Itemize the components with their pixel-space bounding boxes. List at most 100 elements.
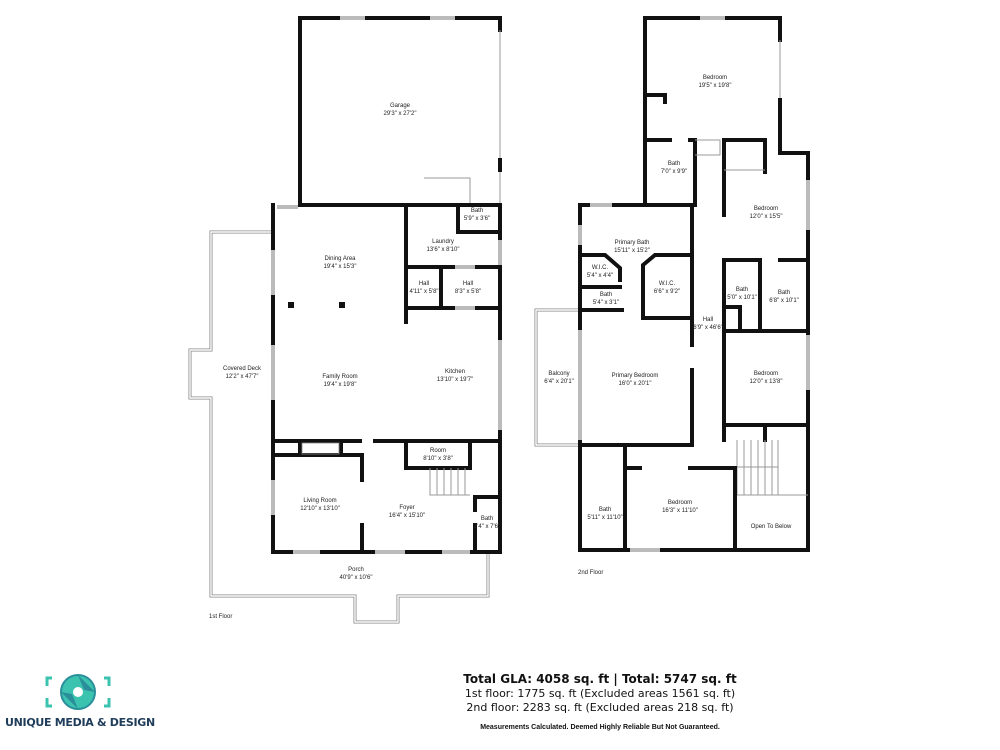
room-primary-bedroom: Primary Bedroom 16'0" x 20'1": [612, 372, 659, 388]
room-bedroom: Bedroom 12'0" x 13'8": [750, 370, 783, 386]
room-dims: 19'4" x 15'3": [323, 264, 357, 270]
room-dims: 16'0" x 20'1": [618, 381, 652, 387]
room-foyer: Foyer 16'4" x 15'10": [389, 504, 425, 520]
room-dims: 19'4" x 19'8": [323, 382, 357, 388]
room-name: Porch: [348, 567, 364, 573]
room-name: Bedroom: [753, 371, 779, 377]
room-hall: Hall 8'3" x 5'8": [455, 280, 481, 296]
room-name: Primary Bath: [614, 240, 650, 246]
room-dims: 16'3" x 11'10": [662, 508, 698, 514]
room-name: Living Room: [303, 498, 337, 504]
room-name: Bath: [599, 292, 613, 298]
room-name: Room: [429, 448, 447, 454]
room-bedroom: Bedroom 19'5" x 19'8": [699, 74, 732, 90]
room-dims: 5'11" x 11'10": [587, 515, 623, 521]
room-name: Hall: [462, 281, 474, 287]
room-primary-bath: Primary Bath 15'11" x 15'2": [614, 239, 650, 255]
room-laundry: Laundry 13'6" x 8'10": [427, 238, 460, 254]
room-name: Garage: [389, 103, 410, 109]
room-dims: 8'10" x 3'8": [423, 456, 453, 462]
room-open-to-below: Open To Below: [751, 523, 792, 531]
room-bath: Bath 5'11" x 11'10": [587, 506, 622, 522]
room-bedroom: Bedroom 12'0" x 15'5": [750, 205, 783, 221]
area-totals: Total GLA: 4058 sq. ft | Total: 5747 sq.…: [300, 672, 900, 715]
room-dims: 13'10" x 19'7": [436, 377, 474, 383]
room-dims: 29'3" x 27'2": [383, 111, 417, 117]
room-wic: W.I.C. 5'4" x 4'4": [587, 264, 613, 280]
room-name: W.I.C.: [658, 281, 676, 287]
room-name: Family Room: [322, 374, 358, 380]
room-dims: 6'8" x 10'1": [769, 298, 799, 304]
floor-label-2nd: 2nd Floor: [578, 570, 604, 576]
floor-label-1st: 1st Floor: [209, 614, 233, 620]
room-name: Covered Deck: [222, 366, 262, 372]
room-dims: 5'4" x 3'1": [592, 300, 620, 306]
room-dims: 12'0" x 13'8": [749, 379, 783, 385]
room-dims: 13'6" x 8'10": [426, 247, 460, 253]
room-name: Bedroom: [702, 75, 728, 81]
room-garage: Garage 29'3" x 27'2": [384, 102, 417, 118]
room-dims: 5'4" x 4'4": [586, 273, 614, 279]
room-room: Room 8'10" x 3'8": [423, 447, 453, 463]
room-dims: 5'0" x 10'1": [727, 295, 757, 301]
total-gla: Total GLA: 4058 sq. ft | Total: 5747 sq.…: [463, 672, 737, 686]
floor1-area: 1st floor: 1775 sq. ft (Excluded areas 1…: [464, 687, 736, 700]
room-name: Balcony: [548, 371, 570, 377]
room-bath: Bath 5'4" x 3'1": [593, 291, 619, 307]
room-name: Laundry: [432, 239, 454, 245]
second-floor-plan: [534, 16, 810, 552]
room-name: Kitchen: [444, 369, 465, 375]
room-dims: 4'11" x 5'8": [409, 289, 439, 295]
room-name: Hall: [702, 317, 714, 323]
first-floor-plan: [188, 16, 502, 624]
room-dims: 12'10" x 13'10": [300, 506, 340, 512]
room-balcony: Balcony 6'4" x 20'1": [544, 370, 574, 386]
room-hall: Hall 4'11" x 5'8": [409, 280, 438, 296]
room-bath: Bath 3'4" x 7'6": [474, 515, 500, 531]
room-dims: 40'9" x 10'6": [339, 575, 373, 581]
room-bath: Bath 6'8" x 10'1": [769, 289, 799, 305]
room-kitchen: Kitchen 13'10" x 19'7": [437, 368, 473, 384]
room-hall: Hall 6'9" x 46'6": [693, 316, 723, 332]
room-name: Hall: [418, 281, 430, 287]
room-covered-deck: Covered Deck 12'2" x 47'7": [223, 365, 261, 381]
room-name: Primary Bedroom: [611, 373, 659, 379]
room-name: Bath: [470, 208, 484, 214]
room-dims: 3'4" x 7'6": [473, 524, 501, 530]
room-dims: 6'9" x 46'6": [693, 325, 723, 331]
room-dims: 15'11" x 15'2": [614, 248, 650, 254]
room-bath: Bath 5'9" x 3'6": [464, 207, 490, 223]
room-bath: Bath 7'0" x 9'9": [661, 160, 687, 176]
room-dining-area: Dining Area 19'4" x 15'3": [324, 255, 357, 271]
room-dims: 12'0" x 15'5": [749, 214, 783, 220]
room-name: Bath: [735, 287, 749, 293]
room-dims: 19'5" x 19'8": [698, 83, 732, 89]
room-name: Bath: [667, 161, 681, 167]
disclaimer: Measurements Calculated. Deemed Highly R…: [480, 724, 720, 731]
room-dims: 6'6" x 9'2": [653, 289, 681, 295]
room-name: Bath: [480, 516, 494, 522]
room-living-room: Living Room 12'10" x 13'10": [300, 497, 340, 513]
room-name: Bath: [777, 290, 791, 296]
room-dims: 6'4" x 20'1": [544, 379, 574, 385]
room-porch: Porch 40'9" x 10'6": [340, 566, 373, 582]
room-dims: 5'9" x 3'6": [463, 216, 491, 222]
room-name: Dining Area: [324, 256, 356, 262]
room-name: Foyer: [399, 505, 415, 511]
floor2-area: 2nd floor: 2283 sq. ft (Excluded areas 2…: [466, 701, 734, 714]
room-dims: 8'3" x 5'8": [454, 289, 482, 295]
room-dims: 16'4" x 15'10": [388, 513, 426, 519]
room-wic: W.I.C. 6'6" x 9'2": [654, 280, 680, 296]
room-name: Bath: [598, 507, 612, 513]
room-name: Bedroom: [753, 206, 779, 212]
camera-aperture-icon: [45, 674, 111, 710]
room-bath: Bath 5'0" x 10'1": [727, 286, 757, 302]
room-dims: 12'2" x 47'7": [225, 374, 259, 380]
room-name: Open To Below: [750, 524, 792, 530]
room-dims: 7'0" x 9'9": [660, 169, 688, 175]
room-name: W.I.C.: [591, 265, 609, 271]
brand-name: UNIQUE MEDIA & DESIGN: [5, 716, 155, 729]
